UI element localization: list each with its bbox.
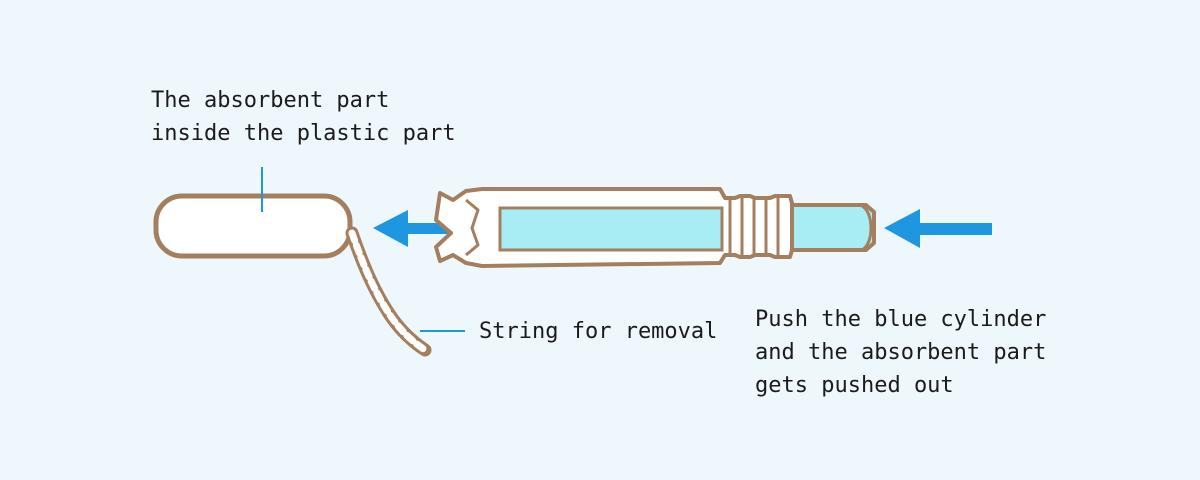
string-label: String for removal — [479, 319, 718, 344]
push-instruction-label: Push the blue cylinder and the absorbent… — [755, 303, 1046, 402]
plunger-end-cap — [861, 204, 873, 252]
absorbent-label-line-2: inside the plastic part — [151, 121, 456, 146]
left-arrow-icon — [373, 210, 455, 247]
grip-ridges — [728, 197, 780, 256]
absorbent-part — [153, 193, 353, 259]
applicator-tip — [465, 198, 480, 257]
absorbent-part-label: The absorbent part inside the plastic pa… — [151, 84, 456, 150]
blue-plunger — [790, 203, 876, 252]
blue-cylinder — [498, 206, 724, 252]
push-label-line-3: gets pushed out — [755, 373, 954, 398]
push-label-line-1: Push the blue cylinder — [755, 307, 1047, 332]
absorbent-label-line-1: The absorbent part — [151, 88, 390, 113]
removal-string — [345, 226, 432, 357]
push-label-line-2: and the absorbent part — [755, 340, 1047, 365]
push-arrow-icon — [884, 209, 992, 248]
